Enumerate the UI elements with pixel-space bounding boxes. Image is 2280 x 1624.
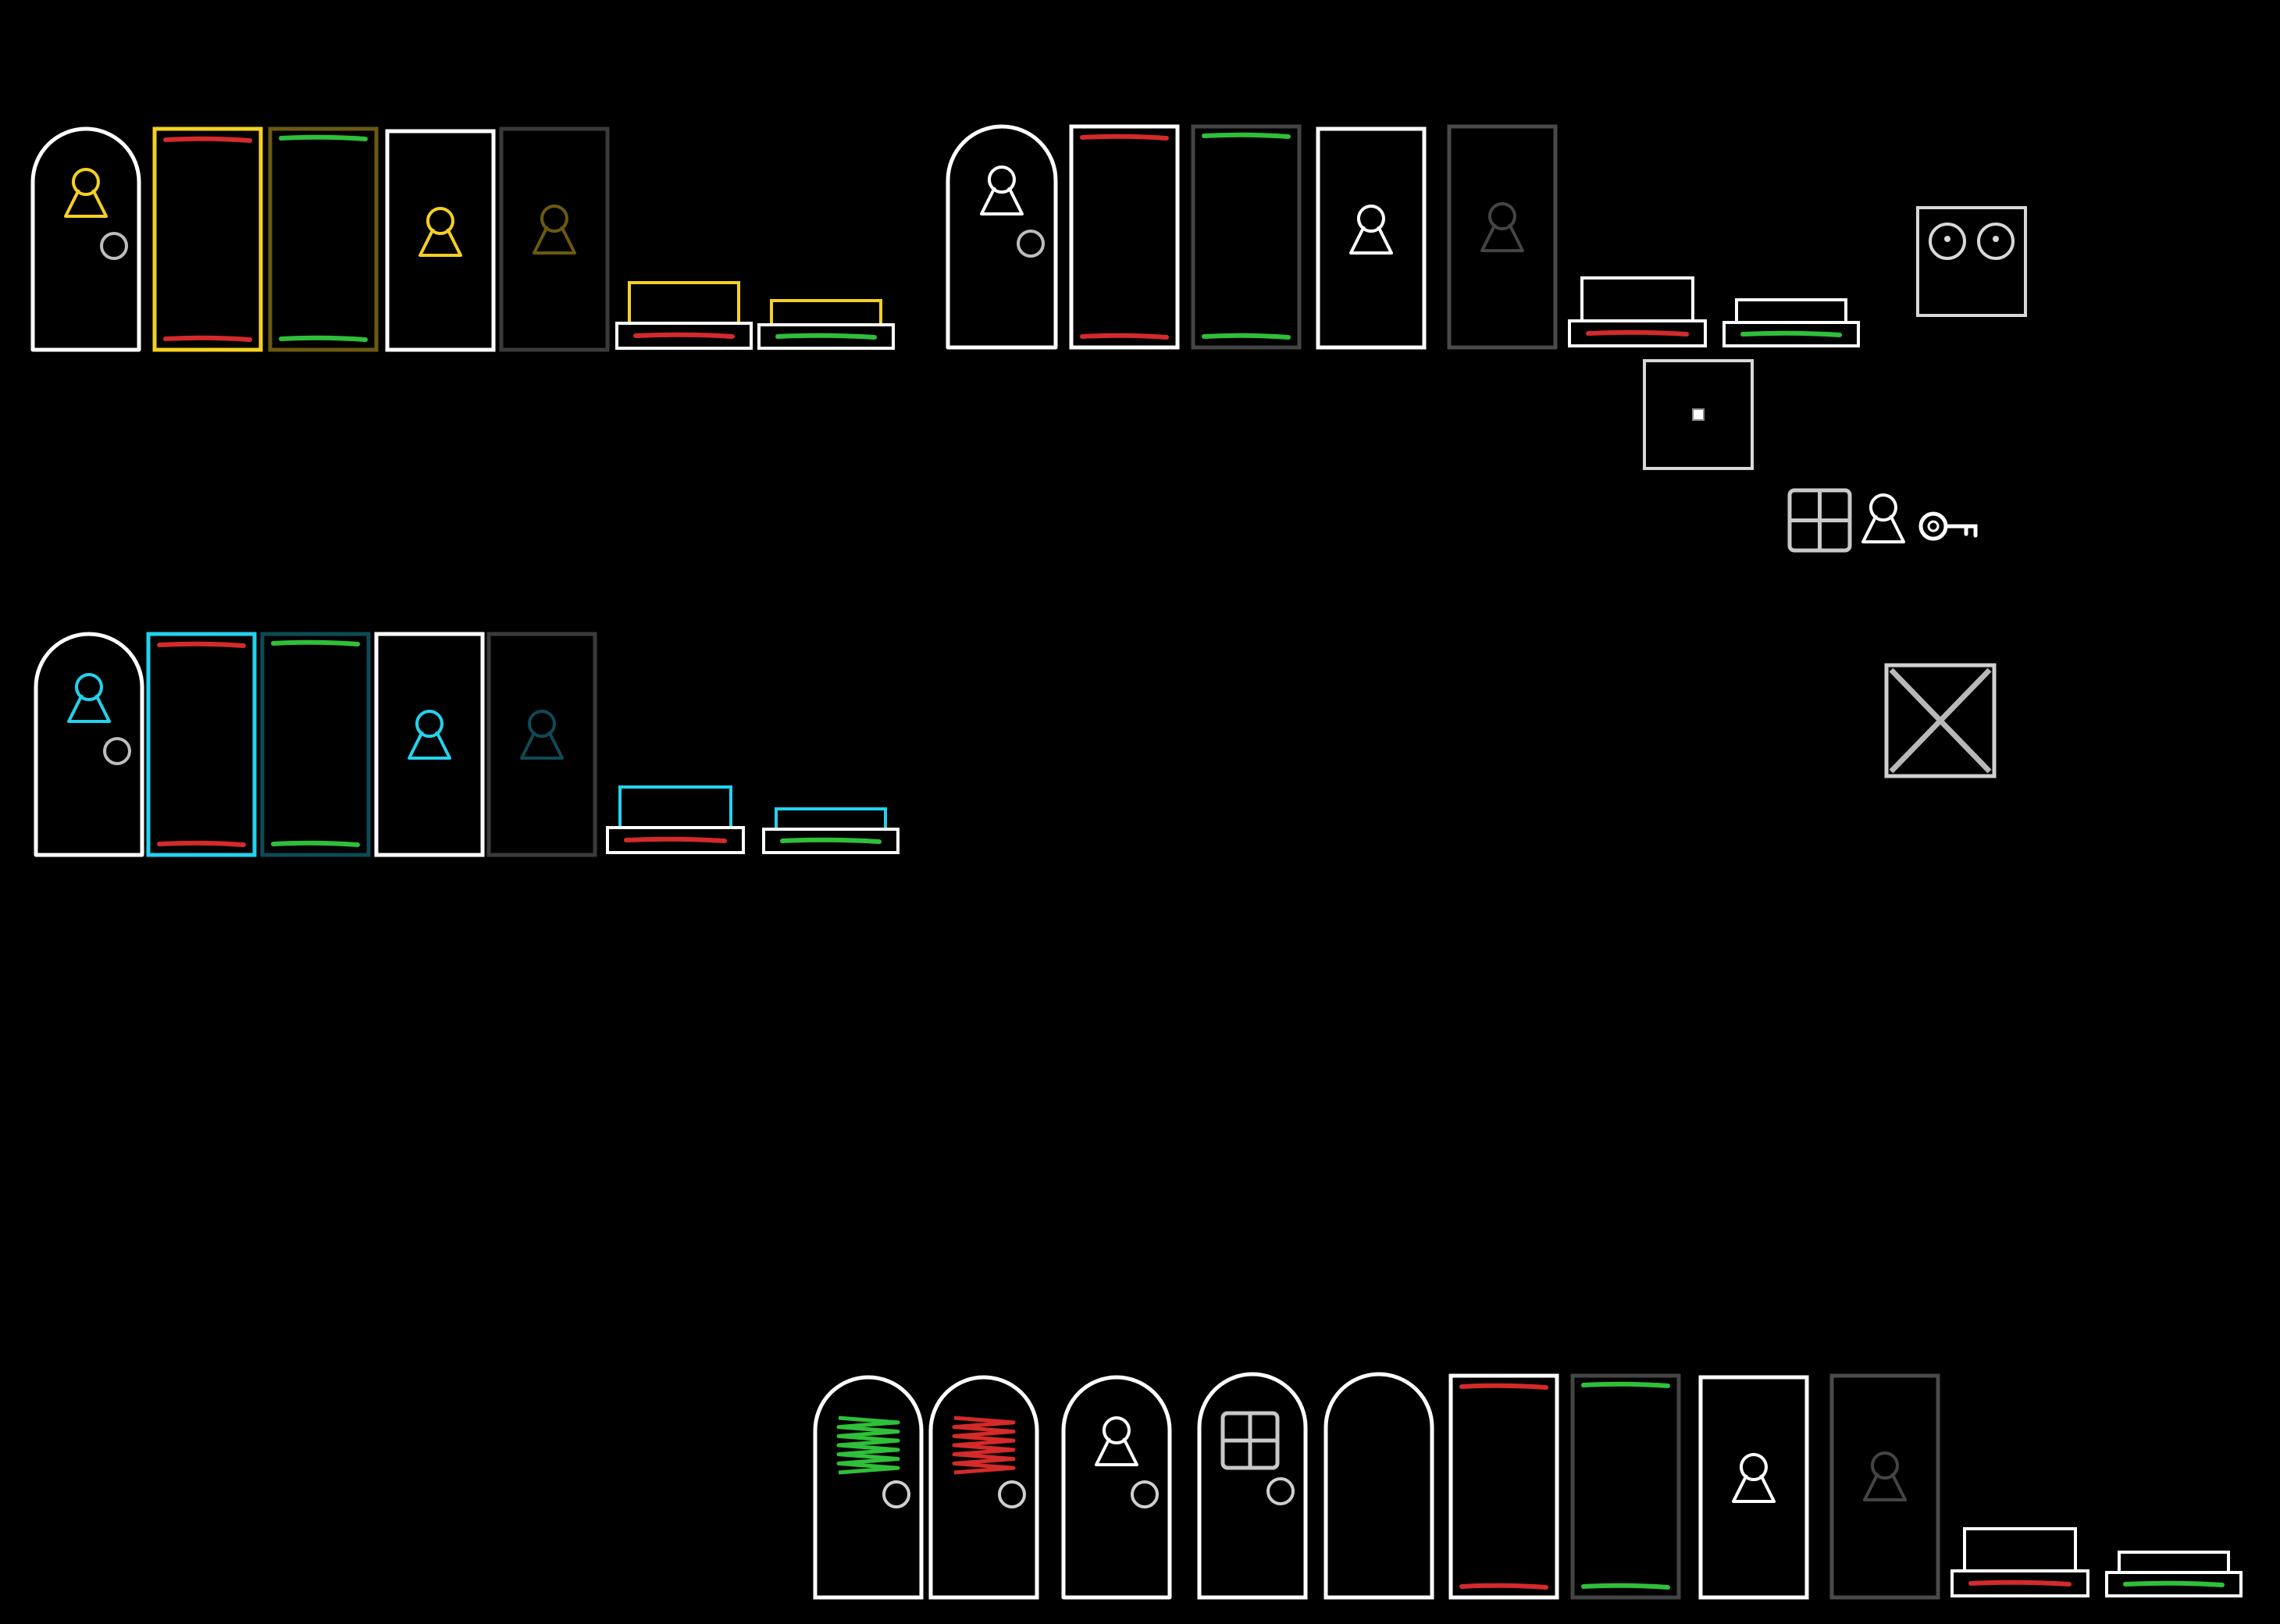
keyhole-icon	[419, 207, 462, 257]
red-top-stripe	[157, 641, 246, 648]
key-icon	[1918, 511, 1978, 541]
red-top-stripe	[1459, 1383, 1548, 1390]
green-bottom-stripe	[1581, 1583, 1670, 1590]
sprites-layer	[30, 124, 2243, 1600]
keyhole-icon	[64, 168, 108, 218]
cyan-switch-down	[762, 807, 900, 854]
red-switch-stripe	[1968, 1579, 2072, 1587]
red-bottom-stripe	[1080, 333, 1169, 340]
door-knob-icon	[882, 1480, 910, 1508]
white-gate-open	[1191, 124, 1302, 350]
switch-down	[2105, 1551, 2243, 1597]
green-bottom-stripe	[1202, 333, 1291, 340]
green-bottom-stripe	[271, 840, 360, 847]
keyhole-icon	[1480, 202, 1524, 252]
keyhole-icon	[1861, 493, 1905, 543]
lock-block	[1698, 1375, 1809, 1600]
yellow-switch-up	[615, 281, 753, 350]
green-switch-stripe	[1740, 330, 1842, 337]
yellow-lock-block-unlocked	[499, 126, 610, 352]
green-switch-stripe	[2123, 1580, 2225, 1587]
white-gate-closed	[1069, 124, 1180, 350]
keyhole-icon	[1863, 1451, 1907, 1501]
window-icon	[1787, 488, 1852, 553]
yellow-lock-block	[385, 129, 496, 352]
door-green-window	[813, 1375, 924, 1600]
yellow-gate-closed	[152, 126, 263, 352]
door-knob-icon	[1266, 1477, 1295, 1505]
x-crate	[1884, 663, 1997, 778]
red-top-stripe	[163, 136, 252, 143]
lock-block-unlocked	[1829, 1373, 1940, 1600]
yellow-locked-door	[30, 126, 141, 352]
eye-icon	[1929, 223, 1966, 260]
white-switch-up	[1568, 276, 1707, 347]
gate-closed	[1448, 1373, 1559, 1600]
red-switch-stripe	[633, 332, 735, 339]
door-knob-icon	[1131, 1480, 1159, 1508]
keyhole-icon	[1349, 205, 1393, 255]
keyhole-icon	[67, 673, 111, 723]
green-bottom-stripe	[279, 335, 368, 342]
switch-up	[1950, 1527, 2089, 1597]
green-top-stripe	[279, 134, 368, 141]
keyhole-icon	[533, 205, 576, 255]
door-knob-icon	[103, 737, 131, 765]
eye-icon	[1977, 223, 2015, 260]
keyhole-icon	[408, 710, 451, 760]
keyhole-icon	[980, 166, 1024, 215]
gate-open	[1570, 1373, 1681, 1600]
cyan-locked-door	[34, 632, 144, 857]
door-plain	[1323, 1372, 1434, 1600]
door-keyhole	[1061, 1375, 1172, 1600]
door-knob-icon	[998, 1480, 1026, 1508]
cyan-gate-closed	[146, 632, 257, 857]
keyhole-icon	[1861, 493, 1905, 543]
door-window	[1197, 1372, 1308, 1600]
yellow-gate-open	[268, 126, 379, 352]
cyan-lock-block	[374, 632, 485, 857]
red-bottom-stripe	[163, 335, 252, 342]
door-red-window	[928, 1375, 1039, 1600]
green-top-stripe	[1581, 1381, 1670, 1388]
white-switch-down	[1722, 298, 1860, 347]
eyes-block	[1916, 206, 2027, 317]
red-top-stripe	[1080, 134, 1169, 141]
dot-block	[1643, 359, 1754, 470]
keyhole-icon	[520, 710, 564, 760]
green-switch-stripe	[775, 333, 877, 340]
keyhole-icon	[1095, 1416, 1138, 1466]
green-top-stripe	[1202, 132, 1291, 139]
cyan-lock-block-unlocked	[486, 632, 597, 857]
yellow-switch-down	[757, 299, 895, 350]
keyhole-icon	[1732, 1453, 1776, 1503]
white-lock-block-unlocked	[1447, 124, 1558, 350]
cyan-switch-up	[606, 785, 745, 854]
red-bottom-stripe	[1459, 1583, 1548, 1590]
cyan-gate-open	[260, 632, 371, 857]
door-knob-icon	[100, 232, 128, 260]
red-switch-stripe	[624, 836, 727, 843]
key-icon	[1918, 511, 1978, 541]
red-window-fill	[952, 1416, 1016, 1475]
red-bottom-stripe	[157, 840, 246, 847]
door-knob-icon	[1017, 230, 1045, 258]
white-locked-door	[946, 124, 1058, 350]
red-switch-stripe	[1586, 329, 1689, 337]
green-window-fill	[836, 1416, 900, 1475]
green-top-stripe	[271, 639, 360, 646]
green-switch-stripe	[780, 837, 882, 844]
white-lock-block	[1316, 126, 1427, 350]
